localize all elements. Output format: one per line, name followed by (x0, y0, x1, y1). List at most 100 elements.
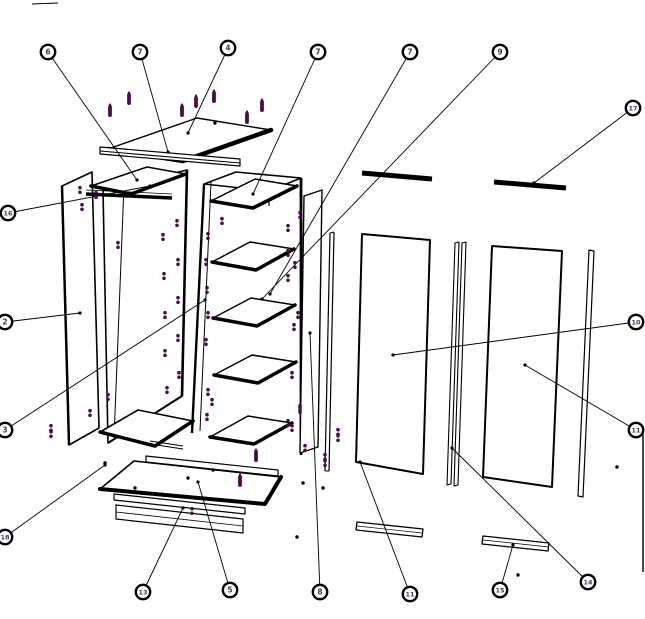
callout-13: 13 (134, 583, 152, 601)
hardware-mark (177, 370, 181, 380)
callout-11: 11 (401, 585, 419, 603)
hardware-mark (290, 423, 294, 433)
leader-line-13 (142, 506, 185, 593)
leader-line-10 (391, 321, 637, 357)
hardware-mark (298, 210, 302, 220)
hardware-mark (94, 190, 98, 200)
callout-18: 18 (0, 528, 14, 546)
leader-line-9 (260, 51, 501, 301)
callout-number: 15 (495, 587, 505, 595)
callout-15: 15 (491, 581, 509, 599)
part-shelf-4 (212, 354, 298, 385)
callout-14: 14 (579, 573, 597, 591)
screw-dot (615, 465, 619, 469)
screw-dot (301, 481, 305, 485)
hardware-mark (190, 506, 194, 516)
callout-17: 17 (624, 99, 642, 117)
callout-16: 16 (0, 204, 17, 222)
callout-number: 14 (583, 579, 593, 587)
hardware-mark (205, 412, 209, 422)
hardware-mark (296, 310, 300, 320)
hardware-mark (180, 103, 184, 117)
callout-number: 18 (0, 534, 10, 542)
hardware-mark (49, 429, 53, 439)
screw-dot (133, 486, 137, 490)
hardware-mark (165, 385, 169, 395)
callout-number: 16 (3, 210, 13, 218)
hardware-mark (298, 403, 302, 413)
hardware-mark (245, 110, 249, 124)
leader-line-3 (4, 298, 207, 431)
hardware-mark (292, 322, 296, 332)
part-bottom-strip-small (149, 440, 184, 450)
callout-7: 7 (401, 43, 419, 61)
part-left-top-strip (85, 189, 173, 200)
hardware-mark (205, 285, 209, 295)
hardware-mark (210, 397, 214, 407)
hardware-mark (176, 295, 180, 305)
screw-dot (186, 476, 190, 480)
callout-7: 7 (309, 43, 327, 61)
hardware-mark (286, 273, 290, 283)
part-base-panel (98, 460, 283, 506)
part-divider-panel (299, 189, 323, 454)
hardware-mark (323, 458, 327, 468)
leader-line-7 (139, 51, 170, 154)
hardware-mark (161, 232, 165, 242)
hardware-mark (80, 202, 84, 212)
hardware-mark (293, 260, 297, 270)
screw-dot (295, 535, 299, 539)
callout-number: 8 (317, 588, 322, 597)
leader-line-5 (196, 480, 231, 591)
screw-dot (211, 468, 215, 472)
hardware-mark (206, 310, 210, 320)
leader-line-18 (4, 463, 107, 538)
callout-4: 4 (219, 39, 237, 57)
screw-dot (516, 573, 520, 577)
page-border-mark (31, 2, 59, 5)
hardware-mark (238, 473, 242, 487)
callout-number: 7 (407, 48, 412, 57)
callout-number: 7 (315, 48, 320, 57)
callout-number: 9 (497, 48, 502, 57)
hardware-mark (286, 248, 290, 258)
part-top-right-bar-1 (361, 170, 433, 182)
part-side-trim-strip (324, 231, 335, 472)
callout-9: 9 (491, 43, 509, 61)
callout-2: 2 (0, 313, 14, 331)
hardware-mark (206, 231, 210, 241)
callout-number: 5 (227, 586, 232, 595)
callout-number: 11 (631, 427, 641, 435)
hardware-mark (204, 337, 208, 347)
hardware-mark (286, 223, 290, 233)
part-right-trim-strip (577, 249, 595, 498)
hardware-mark (206, 387, 210, 397)
part-top-rail (99, 146, 241, 167)
hardware-mark (116, 240, 120, 250)
part-shelf-2 (210, 241, 296, 272)
hardware-mark (78, 185, 82, 195)
part-shelf-5 (208, 415, 294, 446)
part-shelf-3 (211, 297, 297, 328)
callout-5: 5 (221, 581, 239, 599)
leader-line-14 (450, 446, 589, 583)
callout-number: 17 (628, 105, 637, 113)
screw-dot (103, 461, 107, 465)
callout-number: 2 (2, 318, 7, 327)
hardware-mark (220, 216, 224, 226)
hardware-mark (212, 89, 216, 103)
hardware-mark (303, 443, 307, 453)
hardware-mark (88, 408, 92, 418)
leader-line-7 (268, 51, 411, 296)
leader-line-4 (186, 47, 229, 135)
hardware-mark (290, 370, 294, 380)
hardware-mark (127, 91, 131, 105)
leader-line-8 (308, 331, 321, 593)
callout-number: 6 (45, 48, 50, 57)
leader-line-16 (7, 184, 152, 214)
hardware-mark (176, 333, 180, 343)
part-bottom-right-bar-1 (355, 521, 424, 538)
callout-10: 10 (627, 313, 645, 331)
callout-number: 7 (137, 48, 142, 57)
